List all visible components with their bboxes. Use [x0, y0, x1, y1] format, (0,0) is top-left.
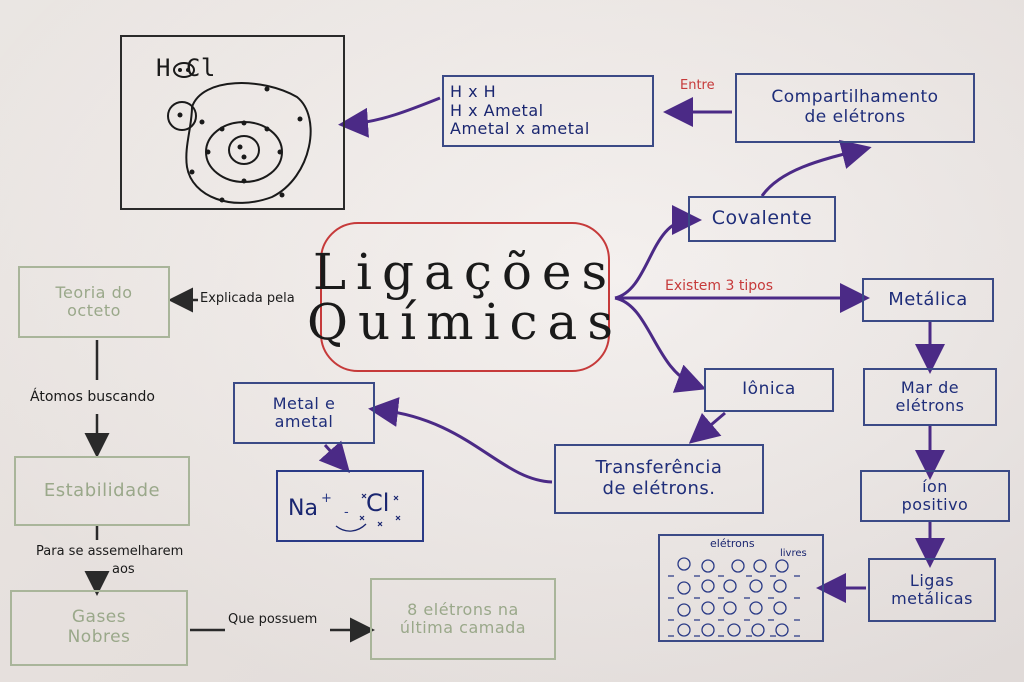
metalica-box: Metálica [862, 278, 994, 322]
arrow-covalente-compart [760, 139, 872, 197]
central-title-line2: Químicas [306, 293, 624, 351]
label-aos: aos [112, 562, 135, 577]
gases-nobres-box: Gases Nobres [10, 590, 188, 666]
compartilhamento-line2: de elétrons [804, 107, 906, 127]
metal-ametal-line2: ametal [274, 412, 334, 431]
arrow-ionica-transf [688, 411, 726, 444]
compartilhamento-box: Compartilhamento de elétrons [735, 73, 975, 143]
arrow-types-hocl [338, 96, 441, 138]
label-que-possuem: Que possuem [228, 612, 318, 627]
estabilidade-box: Estabilidade [14, 456, 190, 526]
arrow-metal-nacl [318, 440, 351, 473]
mar-line2: elétrons [895, 396, 965, 415]
eletrons-livres-line1: elétrons [710, 537, 755, 550]
transferencia-line1: Transferência [595, 457, 723, 479]
transferencia-line2: de elétrons. [602, 478, 716, 499]
metal-ametal-line1: Metal e [272, 393, 336, 413]
covalente-box: Covalente [688, 196, 836, 242]
ligas-line1: Ligas [909, 570, 955, 590]
ion-positivo-box: íon positivo [860, 470, 1010, 522]
ion-line1: íon [922, 476, 948, 496]
ion-line2: positivo [901, 495, 969, 514]
arrow-transf-metal [368, 397, 553, 484]
teoria-line2: octeto [67, 301, 121, 320]
gases-line2: Nobres [67, 627, 131, 647]
nacl-electron-marks [335, 493, 401, 532]
teoria-line1: Teoria do [55, 282, 133, 302]
arrow-center-covalente [614, 205, 702, 300]
ligas-line2: metálicas [891, 589, 973, 608]
covalente-label: Covalente [711, 207, 813, 230]
eletrons-livres-line2: livres [780, 548, 807, 559]
estabilidade-label: Estabilidade [43, 479, 161, 501]
nacl-na: Na [288, 496, 318, 521]
covalent-types-box: H x H H x Ametal Ametal x ametal [442, 75, 654, 147]
label-atomos-buscando: Átomos buscando [30, 389, 155, 405]
hocl-diagram-box: H Cl [120, 35, 345, 210]
nacl-cl: Cl [366, 489, 390, 517]
ionica-box: Iônica [704, 368, 834, 412]
covalent-type-2: H x Ametal [450, 100, 544, 120]
ionica-label: Iônica [742, 379, 796, 400]
label-entre: Entre [680, 78, 715, 93]
nacl-na-charge: + [321, 491, 332, 506]
oito-line2: última camada [399, 618, 527, 637]
label-explicada-pela: Explicada pela [200, 291, 295, 306]
arrow-center-ionica [614, 296, 707, 393]
transferencia-box: Transferência de elétrons. [554, 444, 764, 514]
teoria-octeto-box: Teoria do octeto [18, 266, 170, 338]
nacl-cl-charge: - [344, 505, 349, 520]
oito-line1: 8 elétrons na [407, 599, 519, 619]
mar-line1: Mar de [900, 377, 960, 397]
gases-line1: Gases [71, 607, 127, 628]
covalent-type-1: H x H [450, 82, 497, 102]
electron-sea-box: elétrons livres [658, 534, 824, 642]
nacl-box: Na + Cl - [276, 470, 424, 542]
central-title-line1: Ligações [312, 243, 618, 301]
atom-orbit-drawing [167, 62, 312, 204]
label-para-se-assemelharem: Para se assemelharem [36, 544, 184, 559]
covalent-type-3: Ametal x ametal [450, 119, 590, 139]
central-topic: Ligações Químicas [307, 222, 613, 372]
ion-grid-drawing [668, 557, 800, 637]
metal-ametal-box: Metal e ametal [233, 382, 375, 444]
oito-eletrons-box: 8 elétrons na última camada [370, 578, 556, 660]
compartilhamento-line1: Compartilhamento [771, 87, 939, 108]
label-existem-tipos: Existem 3 tipos [665, 278, 773, 294]
mar-eletrons-box: Mar de elétrons [863, 368, 997, 426]
ligas-metalicas-box: Ligas metálicas [868, 558, 996, 622]
metalica-label: Metálica [888, 288, 968, 310]
